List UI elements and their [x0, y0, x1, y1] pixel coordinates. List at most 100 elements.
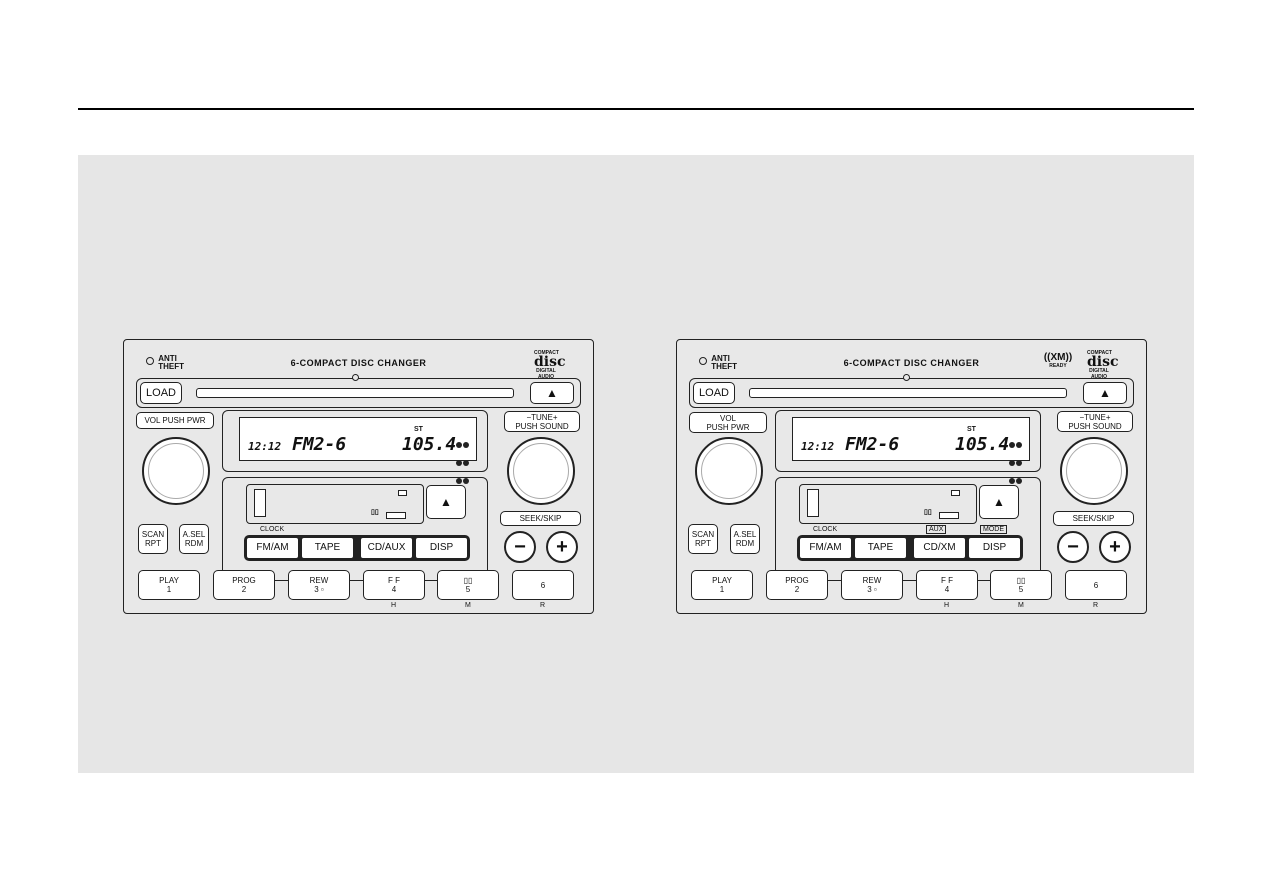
eject-icon: ▲	[993, 495, 1005, 509]
disp-button[interactable]: DISP	[968, 537, 1021, 559]
tape-button[interactable]: TAPE	[854, 537, 907, 559]
aux-label: AUX	[926, 525, 947, 534]
plus-icon: +	[1109, 536, 1121, 558]
frequency-readout: 105.4	[955, 434, 1010, 455]
minute-label: M	[465, 602, 471, 609]
model-label: 6-COMPACT DISC CHANGER	[290, 358, 427, 368]
preset-5-pause-button[interactable]: ▯▯5	[437, 570, 499, 600]
preset-6-button[interactable]: 6	[512, 570, 574, 600]
slot-indicator-icon	[352, 374, 359, 381]
disc-slot	[196, 388, 514, 398]
seek-up-button[interactable]: +	[546, 531, 578, 563]
fm-am-button[interactable]: FM/AM	[246, 537, 299, 559]
reset-label: R	[1093, 602, 1099, 609]
fm-am-button[interactable]: FM/AM	[799, 537, 852, 559]
disc-eject-button[interactable]: ▲	[1083, 382, 1127, 404]
stereo-indicator: ST	[414, 426, 423, 433]
clock-label: CLOCK	[813, 526, 838, 533]
tune-knob[interactable]	[1060, 437, 1128, 505]
volume-knob[interactable]	[142, 437, 210, 505]
mode-label: MODE	[980, 525, 1007, 534]
clock-readout: 12:12	[801, 440, 835, 453]
anti-theft-indicator: ANTI THEFT	[699, 355, 737, 371]
tape-door	[807, 489, 819, 517]
seek-skip-label: SEEK/SKIP	[500, 511, 581, 526]
seek-up-button[interactable]: +	[1099, 531, 1131, 563]
tape-eject-button[interactable]: ▲	[979, 485, 1019, 519]
model-label: 6-COMPACT DISC CHANGER	[843, 358, 980, 368]
seek-down-button[interactable]: −	[1057, 531, 1089, 563]
anti-theft-led-icon	[146, 357, 154, 365]
tape-eject-button[interactable]: ▲	[426, 485, 466, 519]
plus-icon: +	[556, 536, 568, 558]
disc-slot	[749, 388, 1067, 398]
display-bezel	[222, 410, 488, 472]
disc-slot-bezel	[689, 378, 1134, 408]
load-button[interactable]: LOAD	[140, 382, 182, 404]
anti-theft-indicator: ANTI THEFT	[146, 355, 184, 371]
header-rule	[78, 108, 1194, 110]
xm-ready-logo-icon: ((XM)) READY	[1043, 352, 1073, 370]
tape-button[interactable]: TAPE	[301, 537, 354, 559]
eject-icon: ▲	[1099, 386, 1111, 400]
cd-xm-button[interactable]: CD/XM	[913, 537, 966, 559]
cd-aux-button[interactable]: CD/AUX	[360, 537, 413, 559]
frequency-readout: 105.4	[402, 434, 457, 455]
tape-play-icon: ▯▯	[924, 509, 932, 516]
tape-deck-bezel	[222, 477, 488, 581]
compact-disc-logo-icon: COMPACT disc DIGITAL AUDIO	[1087, 350, 1119, 380]
tape-direction-light	[386, 512, 406, 519]
tape-deck-bezel	[775, 477, 1041, 581]
disc-eject-button[interactable]: ▲	[530, 382, 574, 404]
tape-indicator-light	[398, 490, 407, 496]
display-bezel	[775, 410, 1041, 472]
preset-6-button[interactable]: 6	[1065, 570, 1127, 600]
reset-label: R	[540, 602, 546, 609]
radio-unit-cd-changer: ANTI THEFT 6-COMPACT DISC CHANGER COMPAC…	[123, 339, 594, 614]
eject-icon: ▲	[546, 386, 558, 400]
volume-label: VOL PUSH PWR	[136, 412, 214, 429]
hour-label: H	[944, 602, 950, 609]
preset-dots-icon	[456, 436, 472, 490]
radio-unit-cd-changer-xm: ANTI THEFT 6-COMPACT DISC CHANGER ((XM))…	[676, 339, 1147, 614]
tune-label: −TUNE+PUSH SOUND	[1057, 411, 1133, 432]
clock-readout: 12:12	[248, 440, 282, 453]
volume-knob[interactable]	[695, 437, 763, 505]
hour-label: H	[391, 602, 397, 609]
slot-indicator-icon	[903, 374, 910, 381]
minus-icon: −	[1067, 536, 1079, 558]
minus-icon: −	[514, 536, 526, 558]
band-readout: FM2-6	[292, 434, 347, 455]
anti-theft-led-icon	[699, 357, 707, 365]
eject-icon: ▲	[440, 495, 452, 509]
preset-5-pause-button[interactable]: ▯▯5	[990, 570, 1052, 600]
load-button[interactable]: LOAD	[693, 382, 735, 404]
seek-skip-label: SEEK/SKIP	[1053, 511, 1134, 526]
tape-play-icon: ▯▯	[371, 509, 379, 516]
tune-label: −TUNE+PUSH SOUND	[504, 411, 580, 432]
lcd-display: ST 12:12 FM2-6 105.4	[239, 417, 477, 484]
compact-disc-logo-icon: COMPACT disc DIGITAL AUDIO	[534, 350, 566, 380]
lcd-display: ST 12:12 FM2-6 105.4	[792, 417, 1030, 484]
seek-down-button[interactable]: −	[504, 531, 536, 563]
tape-indicator-light	[951, 490, 960, 496]
disp-button[interactable]: DISP	[415, 537, 468, 559]
minute-label: M	[1018, 602, 1024, 609]
tape-door	[254, 489, 266, 517]
band-readout: FM2-6	[845, 434, 900, 455]
tune-knob[interactable]	[507, 437, 575, 505]
tape-direction-light	[939, 512, 959, 519]
